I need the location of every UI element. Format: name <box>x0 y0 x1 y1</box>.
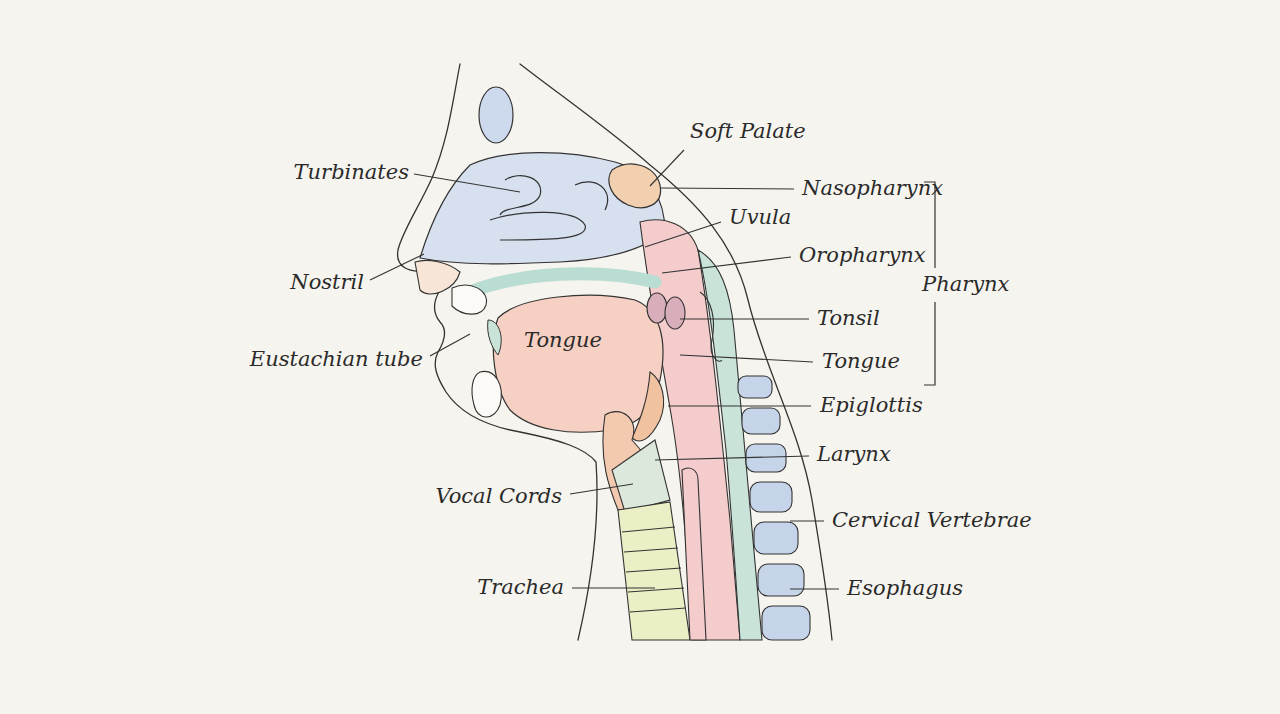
trachea-ring <box>628 588 684 592</box>
part-label: Tongue <box>820 350 902 373</box>
tonsil-shape <box>665 297 685 329</box>
lower-lip <box>472 371 501 417</box>
part-label: Tonsil <box>815 307 882 330</box>
part-label: Vocal Cords <box>433 485 564 508</box>
leader-line <box>668 405 811 406</box>
vertebra <box>750 482 792 512</box>
teeth-mark <box>488 320 502 355</box>
leader-line <box>570 484 633 494</box>
leader-line <box>645 222 721 247</box>
vertebra <box>742 408 780 434</box>
trachea-ring <box>624 548 678 552</box>
leader-line <box>414 174 520 192</box>
nasal-cavity <box>420 153 665 264</box>
head-back-outline <box>520 64 832 640</box>
soft-palate <box>609 164 661 208</box>
trachea-ring <box>630 608 686 612</box>
epiglottis-shape <box>632 372 664 441</box>
part-label: Soft Palate <box>688 120 808 143</box>
spine-column <box>700 292 722 361</box>
frontal-sinus <box>479 87 513 143</box>
leader-line <box>680 318 809 319</box>
region-label: Oropharynx <box>797 244 928 267</box>
part-label: Turbinates <box>292 161 411 184</box>
part-label: Uvula <box>727 206 793 229</box>
vertebra <box>758 564 804 596</box>
part-label: Trachea <box>475 576 566 599</box>
leader-line <box>655 456 809 460</box>
leader-line <box>660 188 794 189</box>
part-label: Tongue <box>522 329 604 352</box>
tongue-shape <box>493 295 663 432</box>
part-label: Cervical Vertebrae <box>830 509 1034 532</box>
trachea-rings <box>622 527 686 612</box>
leader-line <box>430 334 470 356</box>
part-label: Esophagus <box>845 577 965 600</box>
region-label: Nasopharynx <box>800 177 945 200</box>
palate <box>470 274 655 292</box>
vertebra <box>738 376 772 398</box>
group-label: Pharynx <box>920 273 1011 296</box>
tonsil-shape <box>647 293 667 323</box>
turbinate-curve <box>490 212 585 240</box>
leader-line <box>370 254 424 280</box>
esophagus-tube <box>682 468 706 640</box>
part-label: Larynx <box>815 443 893 466</box>
upper-lip <box>452 285 487 314</box>
vocal-cords-shape <box>612 440 670 512</box>
leader-line <box>662 257 791 273</box>
turbinate-curve <box>575 182 608 210</box>
trachea-ring <box>626 568 681 572</box>
part-label: Eustachian tube <box>248 348 425 371</box>
turbinate-curve <box>500 176 541 215</box>
turbinates <box>490 176 608 240</box>
trachea-shape <box>618 502 690 640</box>
leader-line <box>790 588 839 589</box>
leader-line <box>680 355 813 362</box>
vertebra <box>754 522 798 554</box>
leader-line <box>790 520 824 521</box>
part-label: Epiglottis <box>818 394 925 417</box>
vertebrae <box>738 376 810 640</box>
leader-lines <box>370 150 839 589</box>
vertebra <box>762 606 810 640</box>
leader-line <box>650 150 684 186</box>
leader-line <box>572 587 655 588</box>
part-label: Nostril <box>288 271 366 294</box>
trachea-ring <box>622 527 675 532</box>
